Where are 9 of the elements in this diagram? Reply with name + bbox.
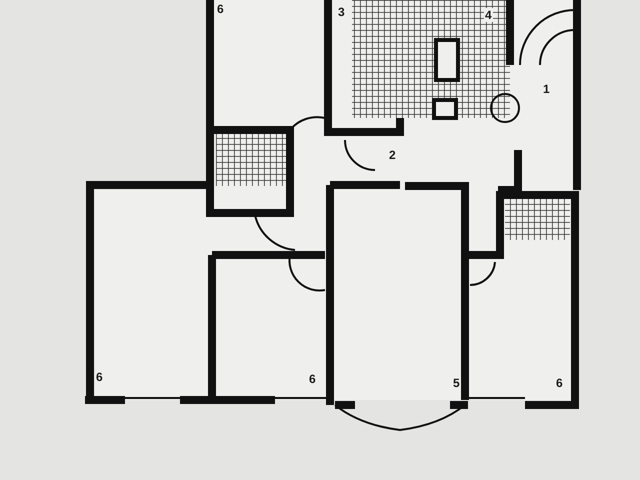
room-number: 6 [95, 370, 104, 384]
room-number: 6 [308, 372, 317, 386]
room-number: 3 [337, 5, 346, 19]
room-number: 6 [555, 376, 564, 390]
room-number: 5 [452, 376, 461, 390]
room-number: 6 [216, 2, 225, 16]
room-number: 4 [484, 8, 493, 22]
room-number: 1 [542, 82, 551, 96]
room-number: 2 [388, 148, 397, 162]
